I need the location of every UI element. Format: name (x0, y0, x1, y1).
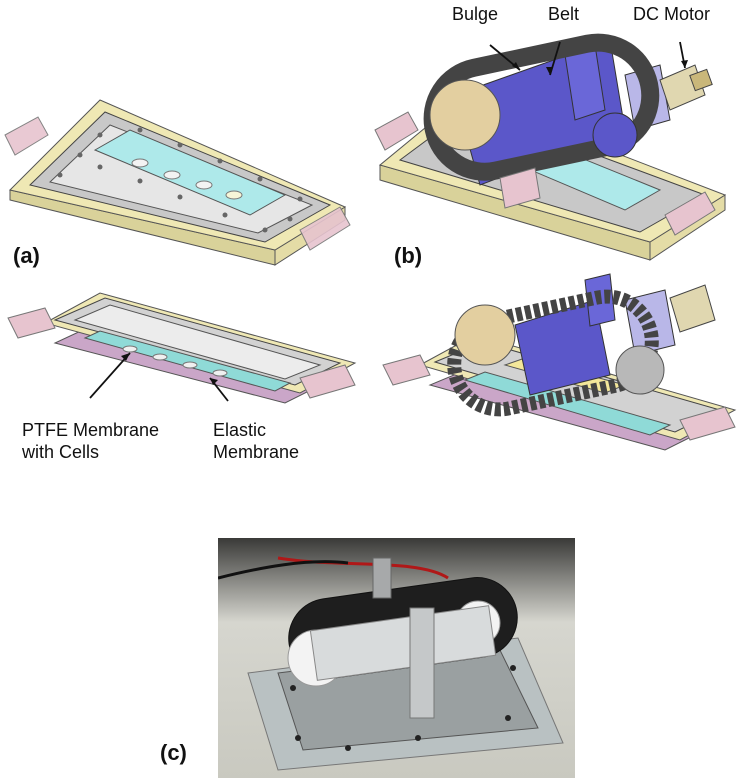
left-clamp (7, 307, 56, 339)
right-clamp (679, 406, 736, 441)
panel-label-c: (c) (160, 740, 187, 765)
belt-arrowhead (546, 67, 553, 75)
pink-foot (499, 167, 541, 209)
motor-shaft (689, 68, 713, 92)
left-clamp (382, 354, 431, 386)
ptfe-membrane-label-line2: with Cells (22, 442, 100, 462)
ptfe-membrane-label-line1: PTFE Membrane (22, 420, 160, 440)
elastic-membrane-label-line1: Elastic (213, 420, 267, 440)
dc-motor-label: DC Motor (633, 4, 711, 24)
cross-section-left-drawing (7, 292, 357, 404)
well (163, 170, 181, 180)
left-pulley (454, 304, 516, 366)
photo-motor-post (372, 557, 392, 599)
dc-motor (669, 284, 716, 333)
elastic-membrane-label-line2: Membrane (213, 442, 300, 462)
left-pulley (429, 79, 501, 151)
left-clamp (4, 116, 49, 156)
cross-section-right-drawing (382, 273, 737, 451)
right-pulley (592, 112, 638, 158)
panel-label-a: (a) (13, 243, 40, 268)
photo-post (409, 607, 435, 719)
wells (122, 345, 228, 377)
cyan-layer (83, 330, 292, 392)
photo-screws (290, 665, 516, 751)
belt (447, 289, 659, 417)
right-clamp (299, 364, 356, 399)
right-clamp (299, 206, 351, 251)
ptfe-arrowhead (121, 353, 130, 361)
purple-bracket (514, 299, 611, 396)
panel-a-device-drawing (4, 99, 351, 266)
motor-arrowhead (681, 60, 688, 68)
elastic-arrowhead (210, 378, 218, 385)
ptfe-pointer (89, 352, 131, 399)
well (195, 180, 213, 190)
black-wire (218, 560, 349, 580)
belt-label: Belt (548, 4, 580, 24)
bulge-label: Bulge (452, 4, 499, 24)
panel-label-b: (b) (394, 243, 423, 268)
left-clamp (374, 111, 419, 151)
photo-bracket (309, 605, 497, 681)
well (131, 158, 149, 168)
panel-b-device-drawing (374, 33, 727, 261)
right-clamp (664, 191, 716, 236)
screws (57, 127, 303, 233)
bulge-arrowhead (512, 62, 520, 70)
cyan-layer (463, 371, 672, 436)
well (225, 190, 243, 200)
inner-frame (73, 304, 322, 380)
right-pulley (615, 345, 665, 395)
device-photo (218, 538, 575, 778)
